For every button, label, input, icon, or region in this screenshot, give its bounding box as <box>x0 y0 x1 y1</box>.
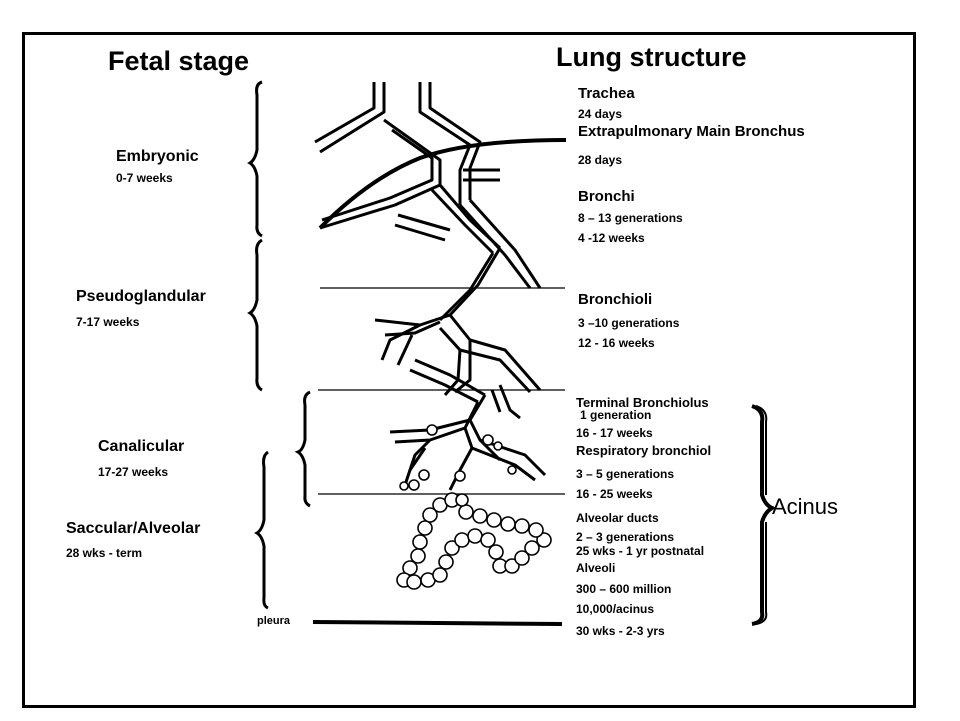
bronchial-tree <box>314 82 542 322</box>
alveolar-buds <box>399 424 517 491</box>
bronchioli-branches <box>374 313 542 404</box>
main-bronchus-detail: 28 days <box>578 153 623 167</box>
respiratory-branches <box>389 384 547 491</box>
bronchioli-weeks: 12 - 16 weeks <box>578 336 655 350</box>
terminal-weeks: 16 - 17 weeks <box>576 426 653 440</box>
stage-saccular-name: Saccular/Alveolar <box>66 520 201 537</box>
pleura-line <box>312 620 563 626</box>
respiratory-bronchiol-name: Respiratory bronchiol <box>576 443 712 458</box>
bronchi-weeks: 4 -12 weeks <box>578 231 645 245</box>
embryonic-bracket <box>247 80 263 238</box>
acinus-label: Acinus <box>772 494 839 519</box>
alveolar-ducts-generations: 2 – 3 generations <box>576 530 675 544</box>
alveoli-name: Alveoli <box>576 561 616 575</box>
alveoli-age: 30 wks - 2-3 yrs <box>576 624 665 638</box>
stage-pseudoglandular-name: Pseudoglandular <box>76 288 206 305</box>
pseudoglandular-bracket <box>247 238 263 392</box>
saccular-bracket <box>254 450 269 610</box>
acinus-bracket <box>751 404 777 626</box>
trachea-name: Trachea <box>578 85 635 102</box>
figure-frame <box>22 32 916 708</box>
stage-embryonic-duration: 0-7 weeks <box>116 171 173 185</box>
terminal-generation: 1 generation <box>580 408 652 422</box>
alveolar-ducts-age: 25 wks - 1 yr postnatal <box>576 544 705 558</box>
bronchioli-generations: 3 –10 generations <box>578 316 680 330</box>
stage-canalicular-name: Canalicular <box>98 438 185 455</box>
alveolar-ducts-name: Alveolar ducts <box>576 511 659 525</box>
stage-pseudoglandular-duration: 7-17 weeks <box>76 315 140 329</box>
terminal-bronchiolus-name: Terminal Bronchiolus <box>576 395 709 410</box>
alveoli-count: 300 – 600 million <box>576 582 672 596</box>
bronchioli-name: Bronchioli <box>578 291 653 308</box>
bronchi-name: Bronchi <box>578 188 635 205</box>
alveoli-per-acinus: 10,000/acinus <box>576 602 655 616</box>
respiratory-generations: 3 – 5 generations <box>576 467 675 481</box>
main-bronchus-name: Extrapulmonary Main Bronchus <box>578 123 805 140</box>
stage-canalicular-duration: 17-27 weeks <box>98 465 169 479</box>
fetal-stage-heading: Fetal stage <box>108 46 250 76</box>
alveoli-cluster <box>396 492 552 590</box>
main-bronchus-pointer <box>318 138 567 230</box>
respiratory-weeks: 16 - 25 weeks <box>576 487 653 501</box>
stage-saccular-duration: 28 wks - term <box>66 546 143 560</box>
pleura-label: pleura <box>257 615 291 627</box>
bronchi-generations: 8 – 13 generations <box>578 211 683 225</box>
lung-structure-heading: Lung structure <box>556 42 747 72</box>
trachea-detail: 24 days <box>578 107 623 121</box>
canalicular-bracket <box>294 390 311 508</box>
stage-embryonic-name: Embryonic <box>116 148 199 165</box>
